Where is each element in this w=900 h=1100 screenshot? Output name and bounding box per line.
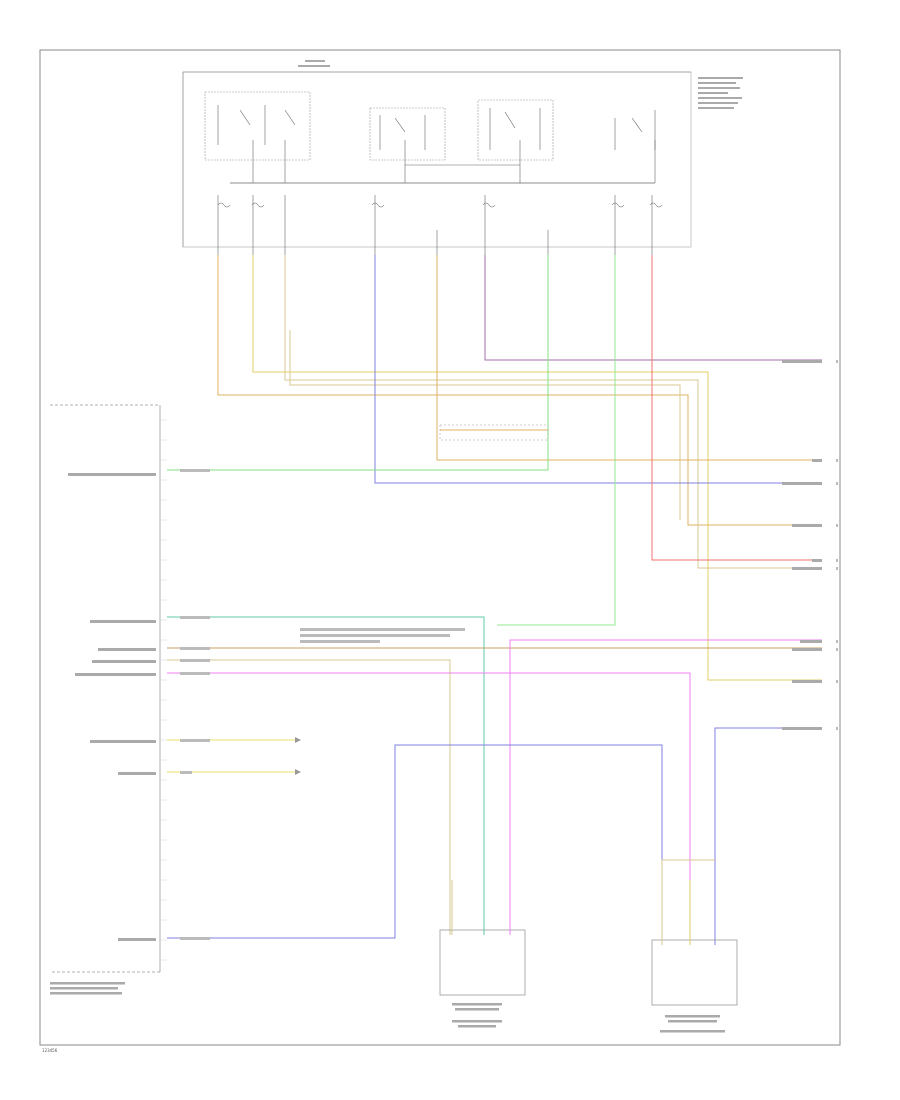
wire-blue-3 — [714, 727, 822, 945]
wire-green — [167, 255, 549, 471]
relay-4 — [614, 110, 656, 150]
diagram-border — [39, 49, 841, 1046]
wire-end-ticks — [836, 360, 838, 730]
splice-box — [439, 424, 549, 441]
wire-green-2 — [497, 255, 616, 626]
module-labels — [50, 473, 156, 995]
wire-blue — [374, 255, 822, 484]
fuse-row — [217, 195, 663, 255]
relay-1 — [204, 91, 311, 161]
wire-orange — [217, 255, 822, 526]
wire-tan-1 — [284, 255, 822, 569]
relay-3 — [477, 99, 554, 161]
wires — [167, 255, 822, 945]
wire-pink-2 — [509, 639, 822, 935]
relay-2 — [369, 107, 446, 161]
footer-code: 123456 — [42, 1048, 58, 1053]
control-module — [50, 404, 167, 995]
sensor-wires — [451, 859, 715, 945]
wire-tan-3 — [167, 659, 451, 935]
wire-teal — [167, 616, 485, 935]
block-notes — [298, 60, 743, 109]
fuse-relay-block — [182, 60, 743, 255]
oil-pressure-sensor — [439, 929, 526, 1028]
wire-pink — [167, 672, 691, 945]
wire-blue-2 — [167, 744, 663, 945]
module-pins — [160, 419, 167, 961]
wire-end-labels — [782, 360, 822, 730]
wire-red — [651, 255, 822, 561]
wire-orange-2 — [436, 255, 822, 461]
wire-yellow — [252, 255, 822, 681]
terminal-symbols — [295, 737, 301, 775]
fuel-pressure-sensor — [651, 939, 738, 1033]
wire-tan-2 — [289, 330, 681, 520]
wire-mid-labels — [180, 469, 465, 940]
wire-purple — [484, 255, 822, 361]
